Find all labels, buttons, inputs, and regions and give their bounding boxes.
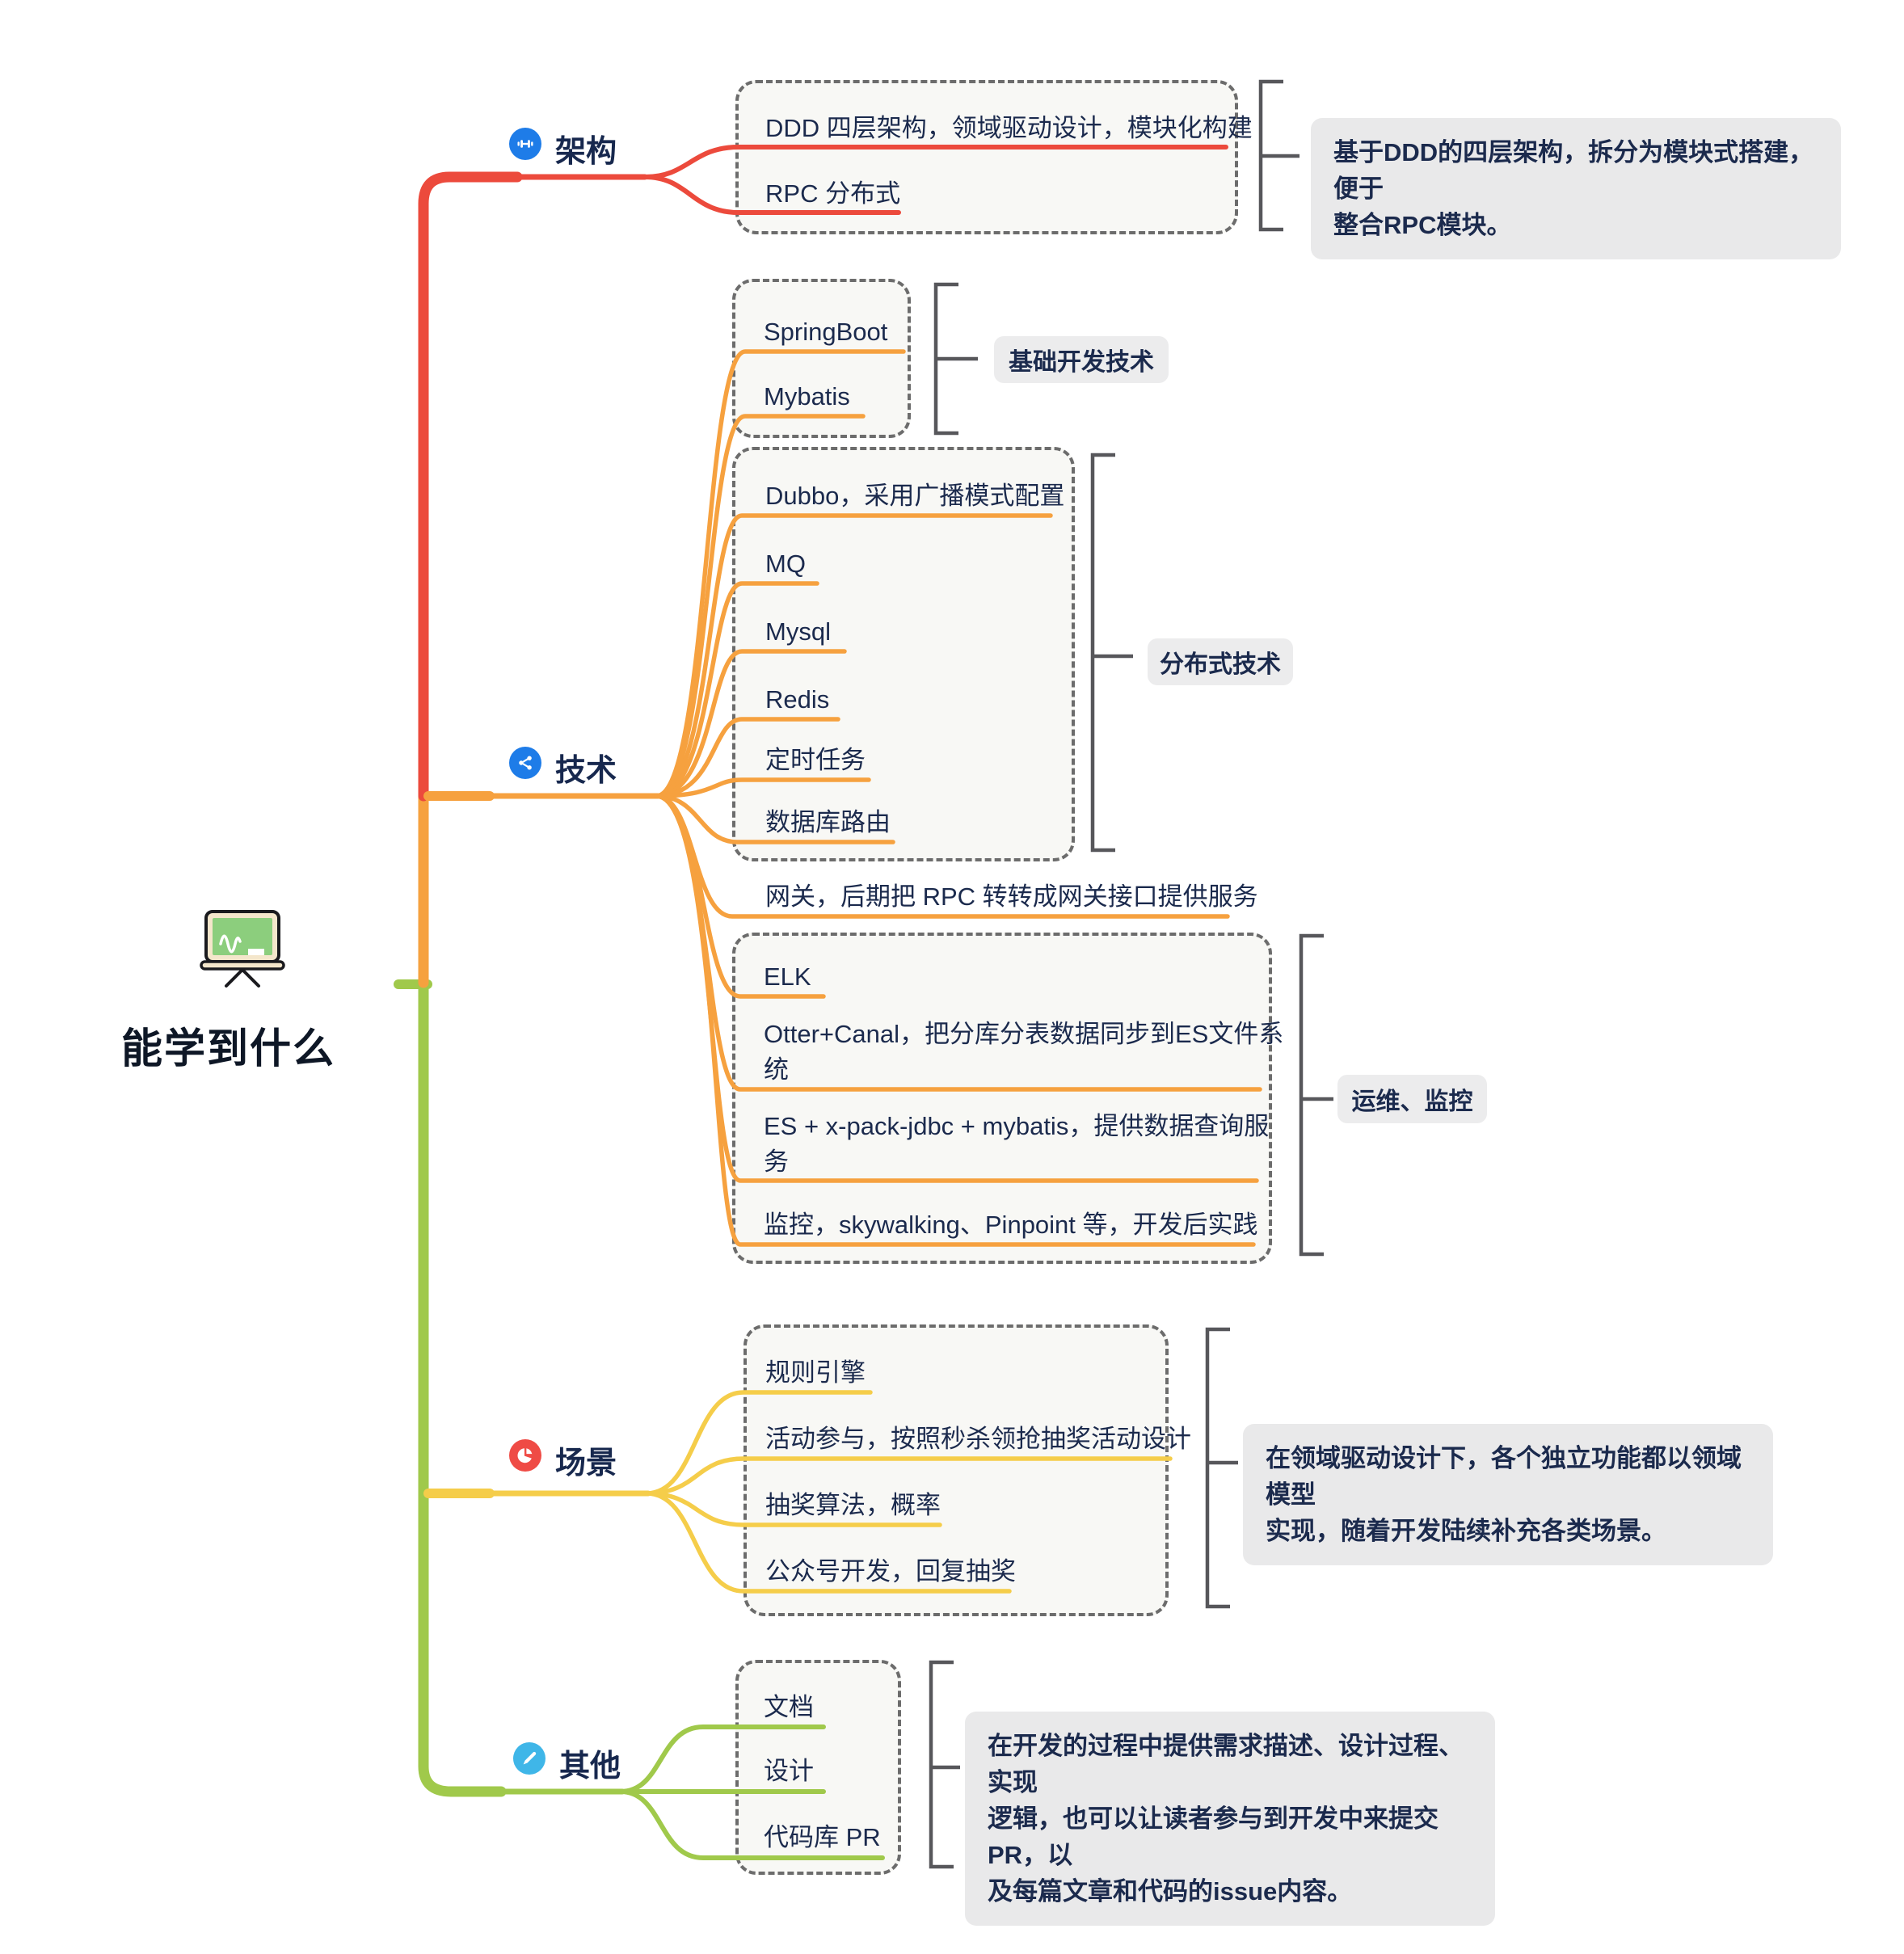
topic-springboot[interactable]: SpringBoot xyxy=(764,318,888,346)
note-other-line1: 在开发的过程中提供需求描述、设计过程、实现 xyxy=(988,1732,1464,1796)
topic-mybatis[interactable]: Mybatis xyxy=(764,382,850,411)
trunk-green xyxy=(418,972,507,1797)
callout-distributed[interactable]: 分布式技术 xyxy=(1148,638,1293,685)
note-other[interactable]: 在开发的过程中提供需求描述、设计过程、实现 逻辑，也可以让读者参与到开发中来提交… xyxy=(965,1712,1495,1926)
note-scene[interactable]: 在领域驱动设计下，各个独立功能都以领域模型 实现，随着开发陆续补充各类场景。 xyxy=(1243,1424,1773,1565)
topic-rpc-distributed[interactable]: RPC 分布式 xyxy=(765,179,901,208)
topic-es-xpack-line1: ES + x-pack-jdbc + mybatis，提供数据查询服 xyxy=(764,1112,1270,1140)
topic-monitoring[interactable]: 监控，skywalking、Pinpoint 等，开发后实践 xyxy=(764,1211,1258,1239)
topic-es-xpack[interactable]: ES + x-pack-jdbc + mybatis，提供数据查询服 务 xyxy=(764,1109,1269,1180)
topic-scheduled-task[interactable]: 定时任务 xyxy=(765,746,866,774)
topic-activity[interactable]: 活动参与，按照秒杀领抢抽奖活动设计 xyxy=(765,1425,1191,1453)
pie-chart-icon xyxy=(509,1439,541,1472)
note-other-line2: 逻辑，也可以让读者参与到开发中来提交PR，以 xyxy=(988,1805,1439,1869)
topic-otter-canal-line1: Otter+Canal，把分库分表数据同步到ES文件系 xyxy=(764,1020,1284,1048)
pencil-icon xyxy=(513,1742,546,1775)
topic-gateway[interactable]: 网关，后期把 RPC 转转成网关接口提供服务 xyxy=(765,882,1258,911)
share-icon xyxy=(509,747,541,779)
branch-label-scene[interactable]: 场景 xyxy=(555,1447,617,1480)
topic-otter-canal[interactable]: Otter+Canal，把分库分表数据同步到ES文件系 统 xyxy=(764,1017,1283,1088)
topic-wechat-official[interactable]: 公众号开发，回复抽奖 xyxy=(765,1557,1016,1586)
note-scene-line2: 实现，随着开发陆续补充各类场景。 xyxy=(1266,1517,1666,1545)
topic-rule-engine[interactable]: 规则引擎 xyxy=(765,1358,866,1387)
note-architecture[interactable]: 基于DDD的四层架构，拆分为模块式搭建，便于 整合RPC模块。 xyxy=(1311,118,1841,259)
note-scene-line1: 在领域驱动设计下，各个独立功能都以领域模型 xyxy=(1266,1444,1742,1509)
topic-db-routing[interactable]: 数据库路由 xyxy=(765,808,891,836)
note-other-line3: 及每篇文章和代码的issue内容。 xyxy=(988,1877,1353,1906)
callout-ops-monitor[interactable]: 运维、监控 xyxy=(1337,1075,1487,1123)
topic-ddd-architecture[interactable]: DDD 四层架构，领域驱动设计，模块化构建 xyxy=(765,114,1253,142)
topic-redis[interactable]: Redis xyxy=(765,685,830,714)
note-architecture-line1: 基于DDD的四层架构，拆分为模块式搭建，便于 xyxy=(1333,138,1814,203)
topic-lottery-algorithm[interactable]: 抽奖算法，概率 xyxy=(765,1491,941,1519)
blackboard-icon xyxy=(200,908,285,993)
topic-mysql[interactable]: Mysql xyxy=(765,617,831,646)
topic-repo-pr[interactable]: 代码库 PR xyxy=(764,1823,881,1851)
topic-elk[interactable]: ELK xyxy=(764,962,811,991)
trunk-red xyxy=(418,171,523,802)
topic-dubbo[interactable]: Dubbo，采用广播模式配置 xyxy=(765,482,1065,510)
topic-docs[interactable]: 文档 xyxy=(764,1693,814,1721)
branch-label-architecture[interactable]: 架构 xyxy=(555,135,617,169)
root-topic[interactable]: 能学到什么 xyxy=(121,1025,336,1072)
branch-label-technology[interactable]: 技术 xyxy=(555,754,617,788)
note-architecture-line2: 整合RPC模块。 xyxy=(1333,211,1512,239)
callout-basic-dev[interactable]: 基础开发技术 xyxy=(994,336,1169,383)
topic-mq[interactable]: MQ xyxy=(765,550,806,578)
topic-es-xpack-line2: 务 xyxy=(764,1148,789,1176)
topic-design[interactable]: 设计 xyxy=(764,1757,814,1785)
branch-label-other[interactable]: 其他 xyxy=(559,1750,621,1783)
topic-otter-canal-line2: 统 xyxy=(764,1055,789,1084)
barbell-icon xyxy=(509,128,541,160)
